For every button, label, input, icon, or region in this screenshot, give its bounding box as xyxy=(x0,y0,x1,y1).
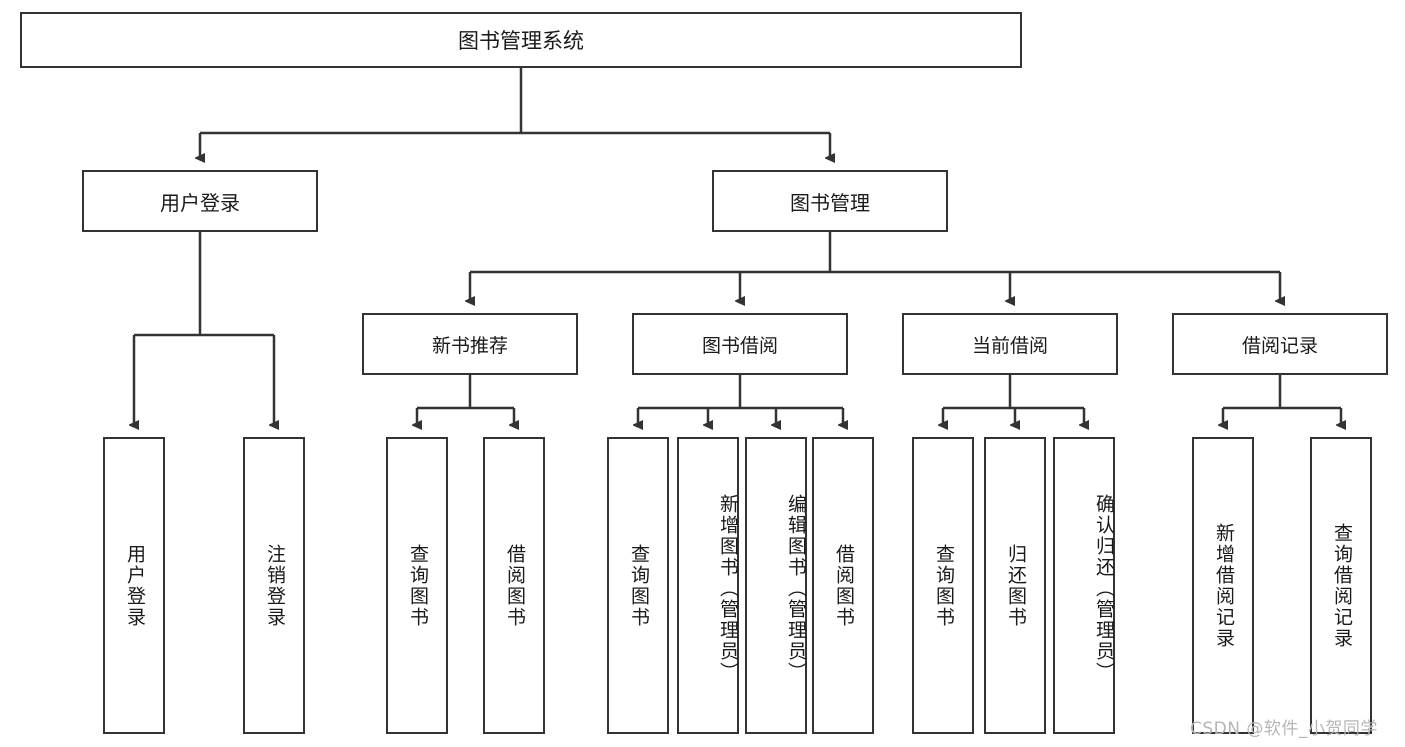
node-label: 借阅记录 xyxy=(1241,334,1318,357)
node-root[interactable]: 图书管理系统 xyxy=(20,12,1022,68)
node-label: 图书借阅 xyxy=(701,334,778,357)
leaf-edit-book-admin[interactable]: 编辑图书（管理员） xyxy=(745,437,807,734)
node-borrow-record[interactable]: 借阅记录 xyxy=(1172,313,1388,375)
node-user-login[interactable]: 用户登录 xyxy=(82,170,318,232)
leaf-confirm-return-admin[interactable]: 确认归还（管理员） xyxy=(1053,437,1115,734)
node-book-management[interactable]: 图书管理 xyxy=(712,170,948,232)
node-label: 当前借阅 xyxy=(971,334,1048,357)
leaf-query-book-borrow[interactable]: 查询图书 xyxy=(607,437,669,734)
leaf-query-book-current[interactable]: 查询图书 xyxy=(912,437,974,734)
node-current-borrow[interactable]: 当前借阅 xyxy=(902,313,1118,375)
leaf-borrow-book[interactable]: 借阅图书 xyxy=(812,437,874,734)
node-label: 新书推荐 xyxy=(431,334,508,357)
node-label: 图书管理 xyxy=(790,190,870,215)
node-new-book-recommend[interactable]: 新书推荐 xyxy=(362,313,578,375)
leaf-user-login[interactable]: 用户登录 xyxy=(103,437,165,734)
leaf-query-book-recommend[interactable]: 查询图书 xyxy=(386,437,448,734)
node-book-borrow[interactable]: 图书借阅 xyxy=(632,313,848,375)
leaf-return-book[interactable]: 归还图书 xyxy=(984,437,1046,734)
leaf-query-borrow-record[interactable]: 查询借阅记录 xyxy=(1310,437,1372,734)
node-root-label: 图书管理系统 xyxy=(458,29,584,53)
leaf-user-logout[interactable]: 注销登录 xyxy=(243,437,305,734)
node-label: 用户登录 xyxy=(160,190,240,215)
leaf-borrow-book-recommend[interactable]: 借阅图书 xyxy=(483,437,545,734)
leaf-add-book-admin[interactable]: 新增图书（管理员） xyxy=(677,437,739,734)
leaf-add-borrow-record[interactable]: 新增借阅记录 xyxy=(1192,437,1254,734)
